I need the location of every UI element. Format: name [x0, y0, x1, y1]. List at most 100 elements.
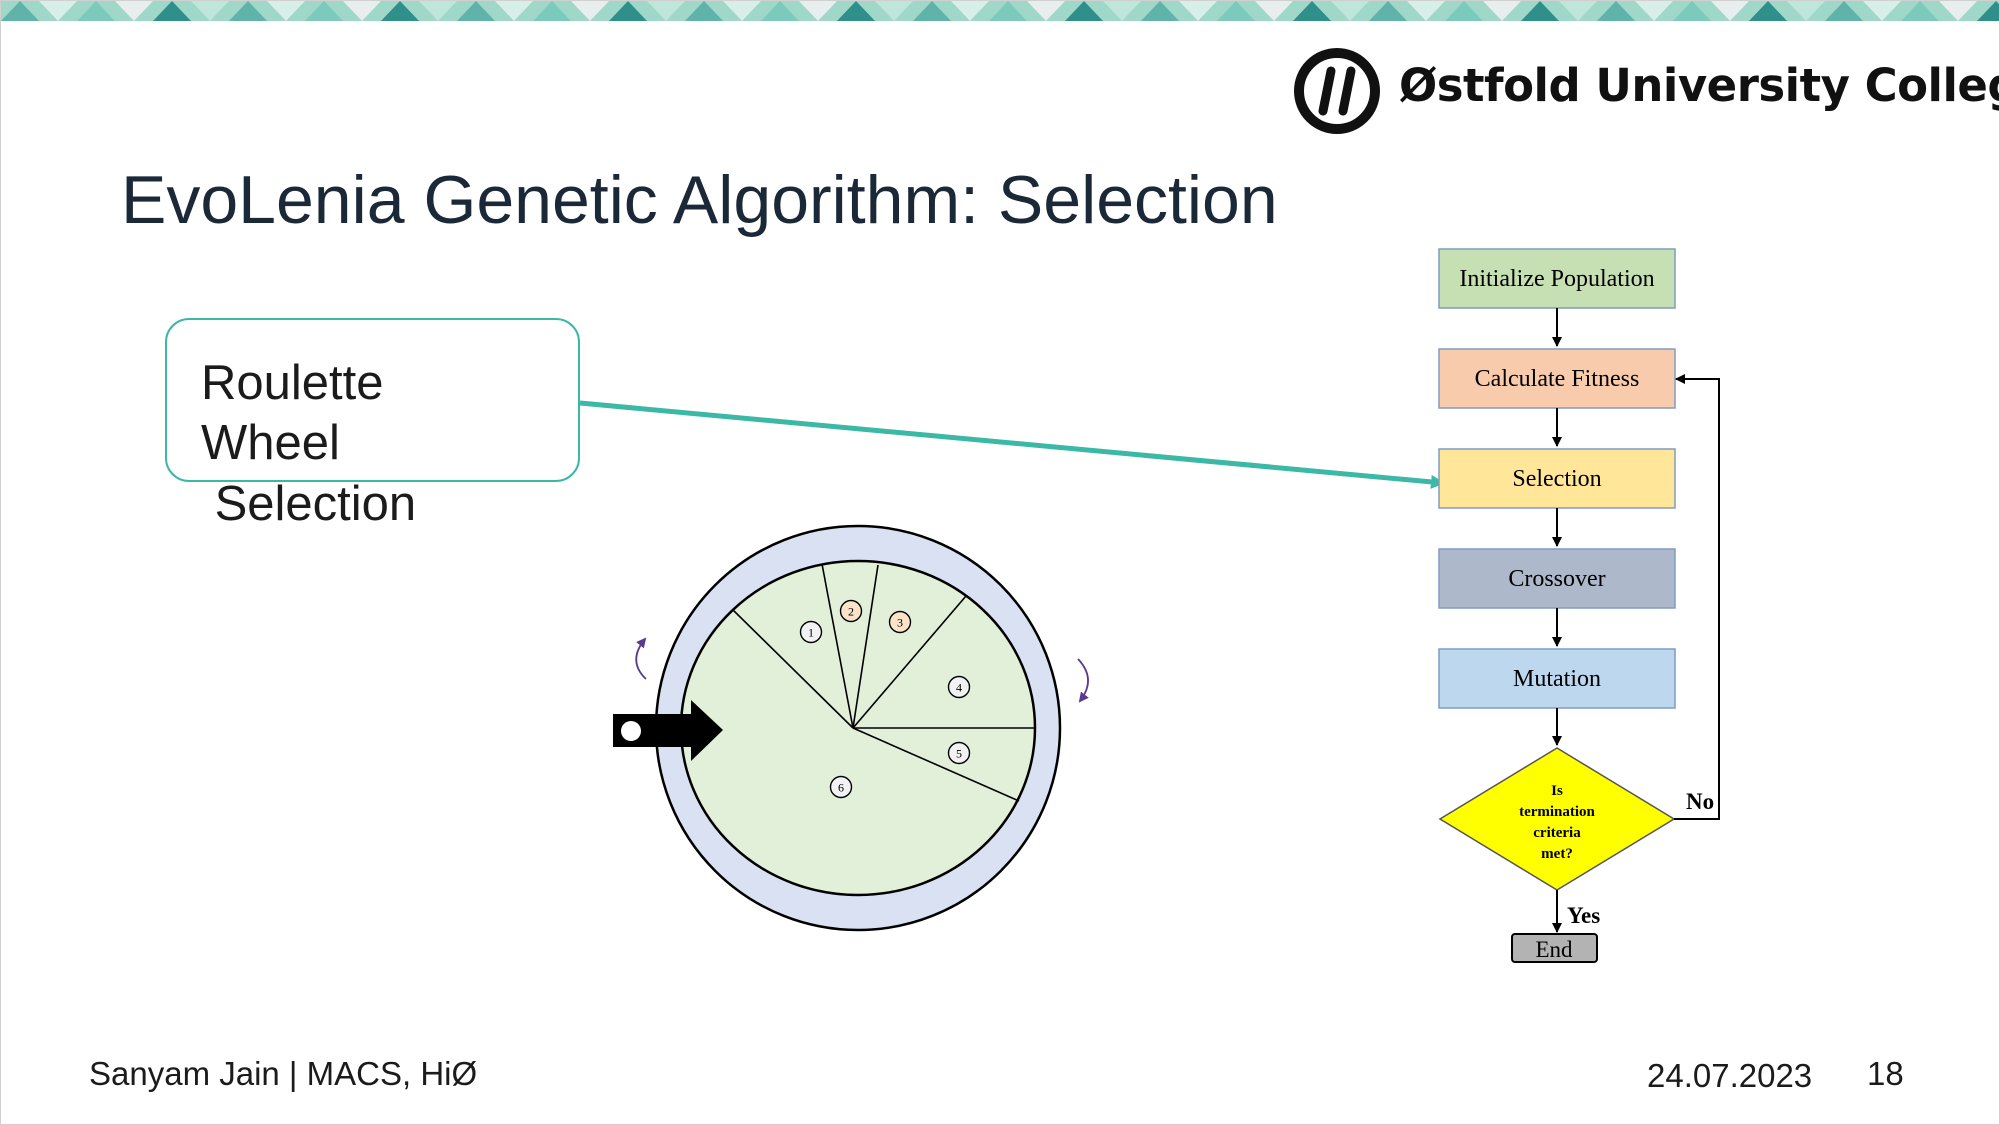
banner-triangle [989, 1, 1027, 21]
decision-line-3: criteria [1533, 825, 1581, 841]
university-logo: Østfold University College [1291, 45, 1999, 137]
flowchart-step-label: Calculate Fitness [1475, 366, 1640, 392]
wheel-segment-label: 2 [848, 605, 854, 619]
banner-triangle [723, 1, 761, 21]
banner-triangle [381, 1, 419, 21]
banner-triangle [229, 1, 267, 21]
banner-triangle [1521, 1, 1559, 21]
callout-line-1: Roulette [201, 356, 384, 410]
banner-triangle [1787, 1, 1825, 21]
end-box [1511, 933, 1598, 963]
banner-triangle [1597, 1, 1635, 21]
flowchart-step-label: Crossover [1508, 566, 1605, 592]
banner-triangle [191, 1, 229, 21]
wheel-segment-marker [947, 741, 971, 765]
callout-line-3: Selection [201, 477, 417, 531]
wheel-segment-marker [839, 599, 863, 623]
flowchart-step-box [1438, 348, 1676, 409]
banner-triangle [1635, 1, 1673, 21]
banner-triangle [153, 1, 191, 21]
banner-triangle [761, 1, 799, 21]
banner-triangle [77, 1, 115, 21]
decision-line-4: met? [1541, 846, 1573, 862]
rotation-arrow-left-icon [635, 637, 647, 680]
flowchart-step-label: Selection [1512, 466, 1601, 492]
banner-triangle [1255, 1, 1293, 21]
banner-triangle [1483, 1, 1521, 21]
banner-triangle [951, 1, 989, 21]
wheel-segment-label: 1 [808, 626, 814, 640]
banner-triangle [913, 1, 951, 21]
banner-triangle [1863, 1, 1901, 21]
banner-triangle [305, 1, 343, 21]
decorative-banner [1, 1, 1999, 21]
banner-triangle [647, 1, 685, 21]
banner-triangle [533, 1, 571, 21]
banner-triangle [571, 1, 609, 21]
banner-triangle [457, 1, 495, 21]
banner-triangle [267, 1, 305, 21]
callout-line-2: Wheel [201, 416, 340, 470]
logo-text: Østfold University College [1399, 59, 2000, 112]
banner-triangle [1141, 1, 1179, 21]
wheel-segment-marker [799, 620, 823, 644]
banner-triangle [1331, 1, 1369, 21]
wheel-segment-label: 6 [838, 781, 844, 795]
banner-triangle [1825, 1, 1863, 21]
banner-triangle [1711, 1, 1749, 21]
wheel-segment-label: 4 [956, 681, 962, 695]
flowchart-step-box [1438, 548, 1676, 609]
wheel-segment-marker [947, 675, 971, 699]
no-label: No [1686, 789, 1714, 814]
flowchart-step-box [1438, 648, 1676, 709]
footer-date: 24.07.2023 [1647, 1057, 1813, 1094]
callout-box [165, 318, 580, 482]
banner-triangle [1673, 1, 1711, 21]
yes-label: Yes [1567, 903, 1600, 928]
banner-triangle [343, 1, 381, 21]
banner-triangle [1977, 1, 1999, 21]
slide-title: EvoLenia Genetic Algorithm: Selection [121, 162, 1278, 238]
banner-triangle [875, 1, 913, 21]
banner-triangle [1407, 1, 1445, 21]
wheel-segment-marker [888, 610, 912, 634]
wheel-pointer-arrow [613, 700, 723, 761]
flowchart-step-label: Mutation [1513, 666, 1601, 692]
hiof-logo-icon [1294, 48, 1380, 134]
banner-triangle [1027, 1, 1065, 21]
banner-triangle [1179, 1, 1217, 21]
banner-triangle [1445, 1, 1483, 21]
banner-triangle [1293, 1, 1331, 21]
banner-triangle [1901, 1, 1939, 21]
flowchart-step-box [1438, 448, 1676, 509]
banner-triangle [1749, 1, 1787, 21]
banner-triangle [685, 1, 723, 21]
banner-triangle [1103, 1, 1141, 21]
flowchart-step-label: Initialize Population [1459, 266, 1654, 292]
end-label: End [1535, 937, 1573, 962]
banner-triangle [39, 1, 77, 21]
banner-triangle [1369, 1, 1407, 21]
banner-triangle [1, 1, 39, 21]
banner-triangle [1559, 1, 1597, 21]
banner-triangle [609, 1, 647, 21]
banner-triangle [799, 1, 837, 21]
banner-triangle [1065, 1, 1103, 21]
footer-author: Sanyam Jain | MACS, HiØ [89, 1055, 478, 1092]
banner-triangle [837, 1, 875, 21]
wheel-segment-marker [829, 775, 853, 799]
callout-connector-arrow [579, 400, 1445, 489]
rotation-arrow-right-icon [1077, 658, 1089, 703]
decision-line-1: Is [1551, 783, 1563, 799]
banner-triangle [115, 1, 153, 21]
no-loop-connector [1674, 374, 1720, 820]
banner-triangle [419, 1, 457, 21]
flowchart-step-box [1438, 248, 1676, 309]
wheel-segment-label: 5 [956, 747, 962, 761]
banner-triangle [495, 1, 533, 21]
page-number: 18 [1867, 1055, 1904, 1092]
decision-line-2: termination [1519, 804, 1595, 820]
banner-triangle [1217, 1, 1255, 21]
